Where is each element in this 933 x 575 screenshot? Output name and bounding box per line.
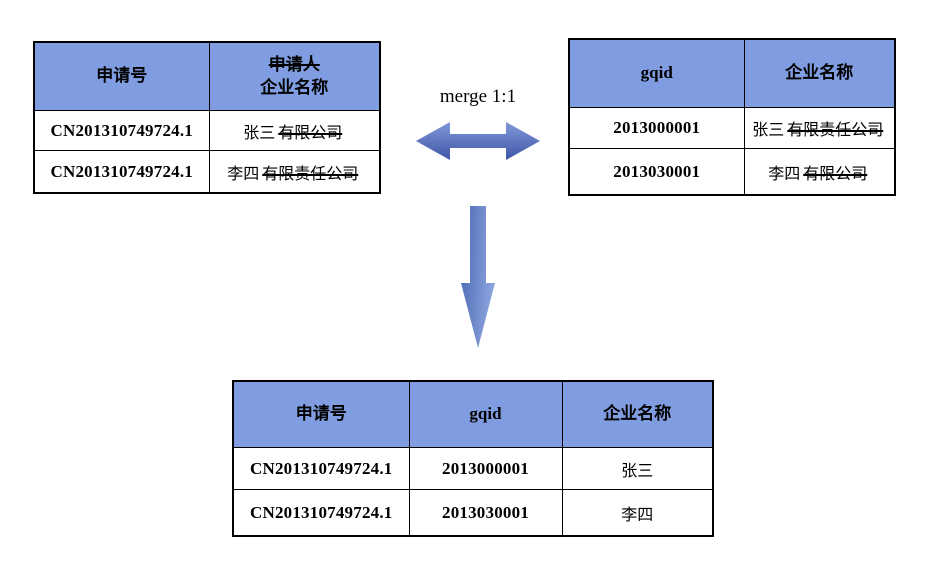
double-arrow-icon — [416, 122, 540, 160]
table-cell-company: 张三 — [561, 447, 714, 490]
table-cell-gqid: 2013030001 — [568, 148, 745, 196]
table-row: CN201310749724.1 2013000001 张三 — [232, 447, 714, 490]
merge-label: merge 1:1 — [439, 86, 517, 107]
table-header-row: gqid 企业名称 — [568, 38, 896, 108]
struck-cell-text: 有限责任公司 — [262, 165, 359, 183]
table-header-row: 申请号 申请人 企业名称 — [33, 41, 381, 111]
cell-text: 李四 — [768, 165, 801, 183]
cell-text: 张三 — [243, 124, 276, 142]
column-header-company: 企业名称 — [743, 38, 896, 108]
struck-cell-text: 有限责任公司 — [787, 122, 884, 139]
merged-result-table: 申请号 gqid 企业名称 CN201310749724.1 201300000… — [232, 380, 714, 537]
table-cell-gqid: 2013030001 — [408, 489, 563, 537]
struck-cell-text: 有限公司 — [803, 165, 868, 183]
struck-cell-text: 有限公司 — [278, 124, 343, 142]
down-arrow-icon — [461, 206, 495, 348]
table-cell-application-number: CN201310749724.1 — [33, 150, 210, 194]
column-header-gqid: gqid — [568, 38, 745, 108]
cell-text: 李四 — [227, 165, 260, 183]
right-source-table: gqid 企业名称 2013000001 张三有限责任公司 2013030001… — [568, 38, 896, 196]
table-header-row: 申请号 gqid 企业名称 — [232, 380, 714, 448]
table-row: CN201310749724.1 李四有限责任公司 — [33, 150, 381, 194]
column-header-application-number: 申请号 — [33, 41, 210, 111]
table-cell-application-number: CN201310749724.1 — [232, 489, 410, 537]
table-cell-company: 李四有限公司 — [743, 148, 896, 196]
header-text: 企业名称 — [260, 77, 329, 97]
column-header-applicant-company: 申请人 企业名称 — [208, 41, 381, 111]
table-cell-application-number: CN201310749724.1 — [33, 110, 210, 151]
table-row: 2013030001 李四有限公司 — [568, 148, 896, 196]
table-cell-application-number: CN201310749724.1 — [232, 447, 410, 490]
column-header-application-number: 申请号 — [232, 380, 410, 448]
column-header-gqid: gqid — [408, 380, 563, 448]
table-cell-gqid: 2013000001 — [568, 107, 745, 149]
table-row: 2013000001 张三有限责任公司 — [568, 107, 896, 149]
table-row: CN201310749724.1 张三有限公司 — [33, 110, 381, 151]
table-cell-company: 李四 — [561, 489, 714, 537]
table-cell-gqid: 2013000001 — [408, 447, 563, 490]
table-row: CN201310749724.1 2013030001 李四 — [232, 489, 714, 537]
left-source-table: 申请号 申请人 企业名称 CN201310749724.1 张三有限公司 CN2… — [33, 41, 381, 194]
table-cell-company: 张三有限公司 — [208, 110, 381, 151]
column-header-company: 企业名称 — [561, 380, 714, 448]
struck-header-text: 申请人 — [268, 54, 320, 74]
table-cell-company: 张三有限责任公司 — [743, 107, 896, 149]
cell-text: 张三 — [752, 122, 785, 139]
table-cell-company: 李四有限责任公司 — [208, 150, 381, 194]
